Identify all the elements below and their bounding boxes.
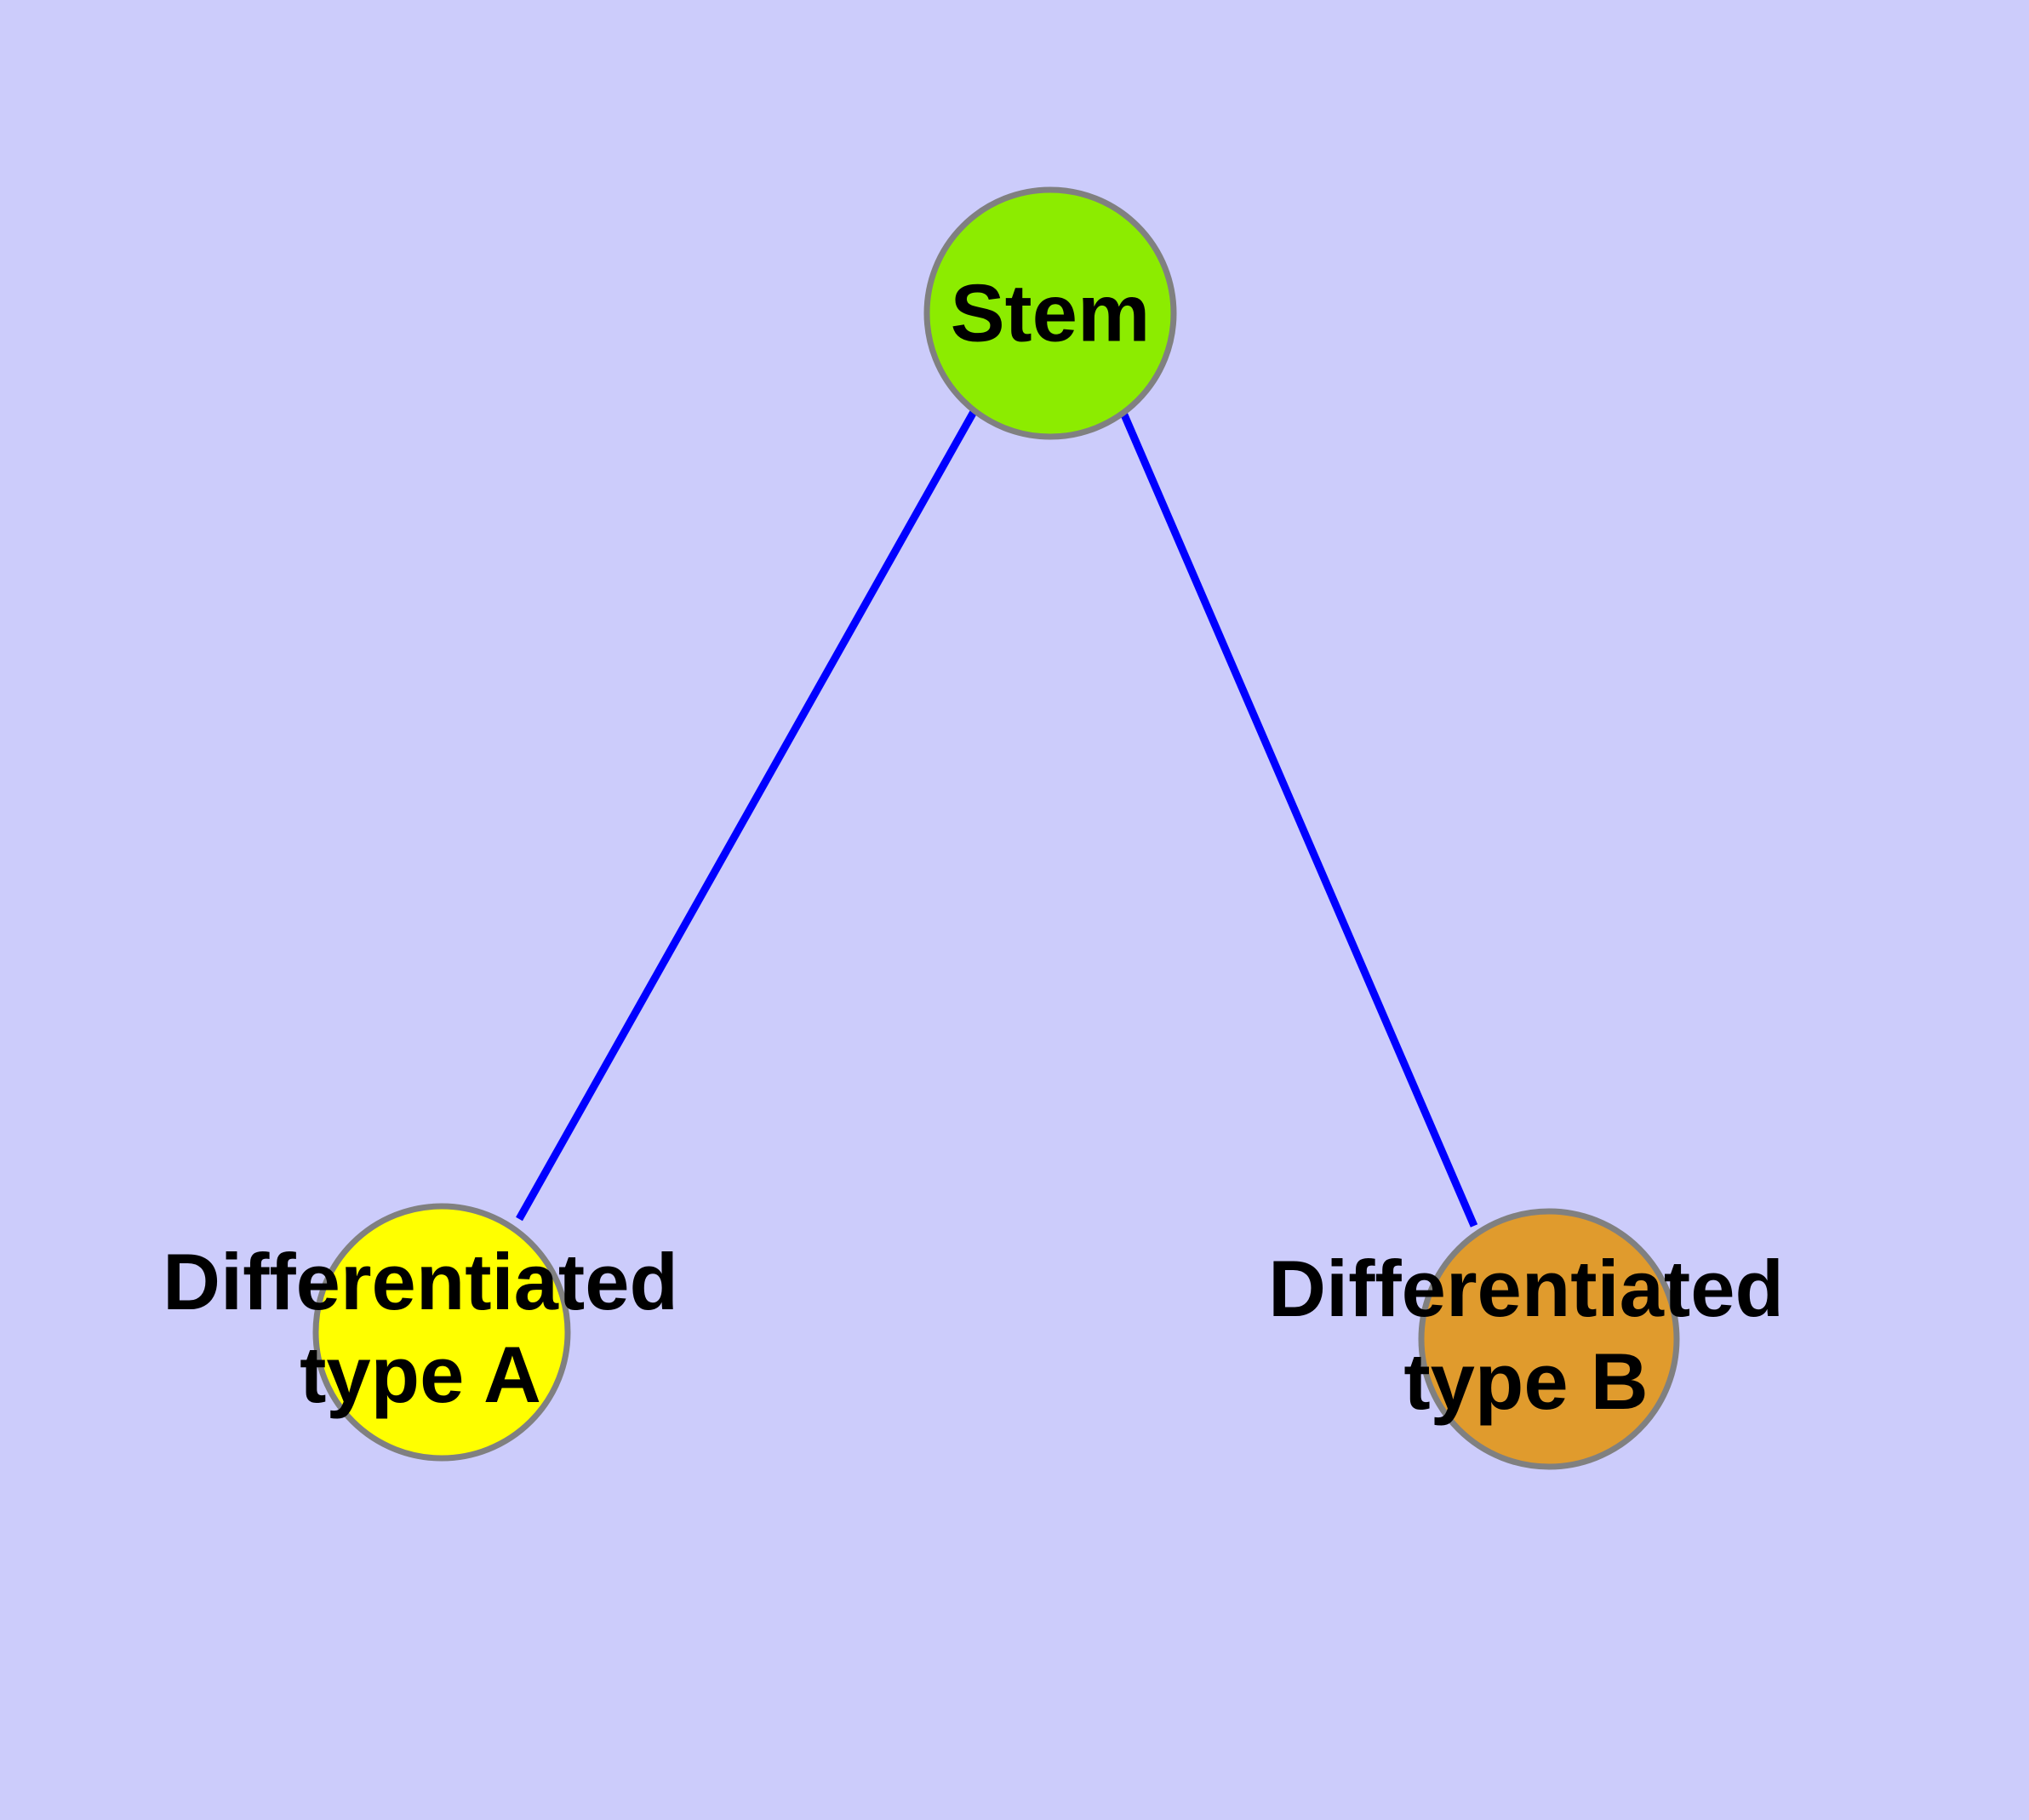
- edge-stem-to-diff-a[interactable]: [516, 408, 978, 1222]
- edge-stem-to-diff-b[interactable]: [1119, 411, 1478, 1228]
- node-stem-circle[interactable]: [923, 186, 1177, 440]
- node-diff-b-circle[interactable]: [1418, 1208, 1680, 1470]
- node-diff-a-circle[interactable]: [312, 1203, 571, 1462]
- edge-layer: [516, 408, 1478, 1228]
- node-layer: [312, 186, 1680, 1470]
